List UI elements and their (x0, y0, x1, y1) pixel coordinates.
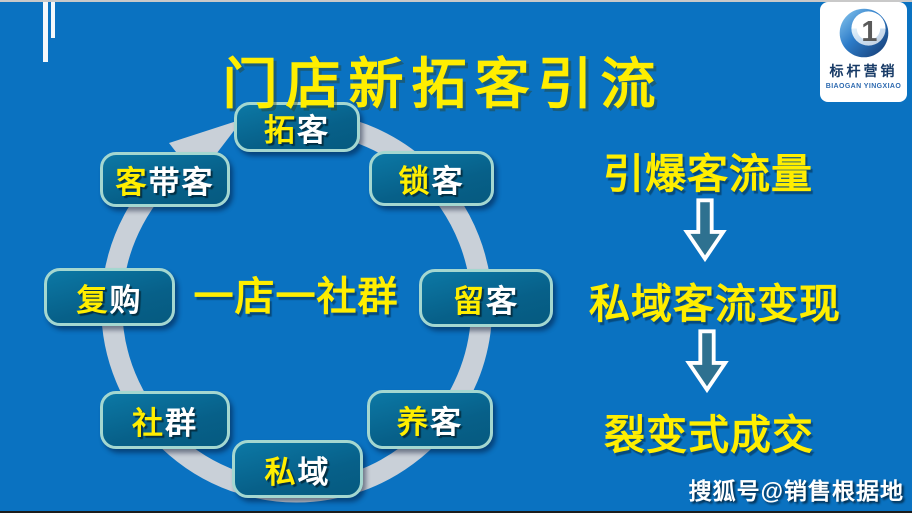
cycle-node-fugou: 复购 (44, 268, 175, 326)
bottom-edge-strip (0, 511, 912, 513)
funnel-step-3: 裂变式成交 (604, 412, 814, 458)
node-highlight-char: 拓 (264, 112, 297, 148)
node-highlight-char: 锁 (398, 164, 432, 199)
node-highlight-char: 养 (397, 405, 430, 440)
cycle-node-kedaike: 客带客 (100, 152, 230, 207)
watermark-text: 搜狐号@销售根据地 (688, 478, 904, 504)
node-highlight-char: 复 (76, 282, 110, 318)
funnel-step-2: 私域客流变现 (589, 281, 841, 327)
funnel-step-1: 引爆客流量 (603, 151, 813, 197)
decorative-stroke (51, 0, 55, 38)
down-arrow-icon (683, 198, 727, 263)
node-rest-text: 域 (297, 454, 331, 490)
node-rest-text: 客 (486, 283, 519, 319)
node-highlight-char: 私 (264, 454, 298, 490)
logo-number: 1 (861, 16, 877, 48)
node-rest-text: 群 (165, 405, 198, 441)
cycle-node-yangke: 养客 (367, 390, 493, 449)
node-rest-text: 客 (431, 164, 465, 199)
page-title: 门店新拓客引流 (222, 52, 664, 115)
decorative-stroke (43, 0, 48, 62)
cycle-node-tuoke: 拓客 (234, 102, 360, 152)
node-rest-text: 客 (297, 112, 330, 148)
node-rest-text: 带客 (148, 165, 215, 200)
brand-name-en: BIAOGAN YINGXIAO (825, 83, 902, 90)
cycle-node-siyu: 私域 (232, 440, 363, 498)
node-highlight-char: 留 (453, 283, 486, 319)
cycle-node-liuke: 留客 (419, 269, 553, 327)
top-edge-strip (0, 0, 912, 2)
down-arrow-icon (685, 329, 729, 394)
node-rest-text: 客 (430, 405, 463, 440)
cycle-center-label: 一店一社群 (193, 275, 399, 319)
brand-name-cn: 标杆营销 (829, 63, 898, 79)
node-highlight-char: 客 (115, 165, 149, 200)
brand-swirl-icon: 1 (839, 8, 888, 58)
cycle-node-suoke: 锁客 (369, 151, 494, 206)
node-highlight-char: 社 (132, 405, 165, 441)
node-rest-text: 购 (109, 282, 143, 318)
cycle-node-shequn: 社群 (100, 391, 230, 449)
brand-logo: 1 标杆营销 BIAOGAN YINGXIAO (820, 2, 907, 102)
